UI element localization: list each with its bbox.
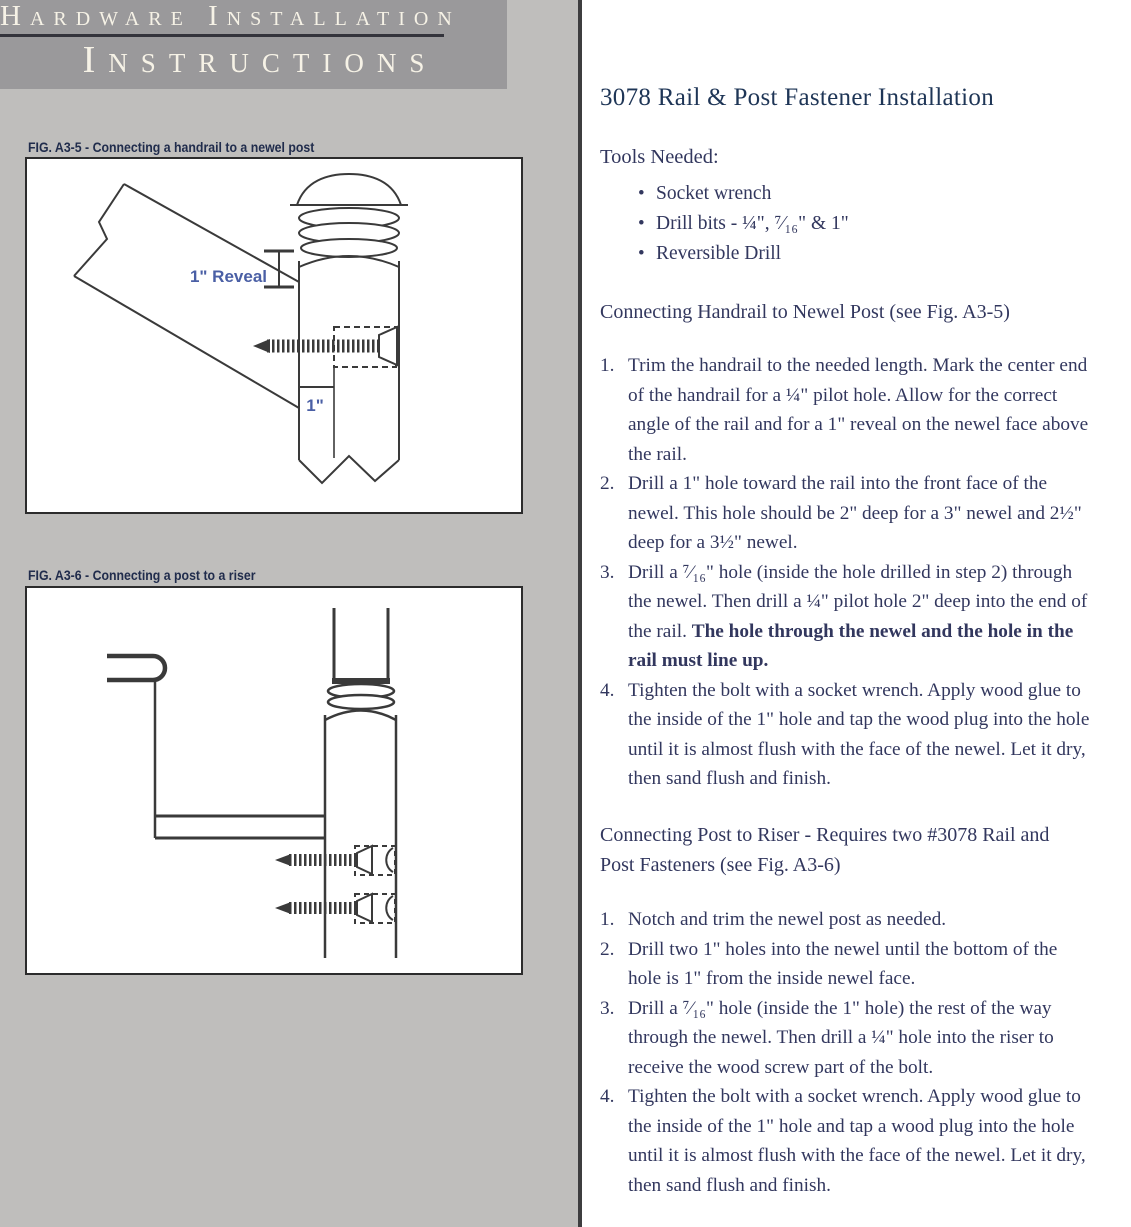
depth-label: 1" [306, 396, 324, 415]
step-profile-drawing [107, 653, 325, 840]
step-number: 1. [600, 355, 615, 376]
left-figure-panel: Hardware Installation Instructions FIG. … [0, 0, 578, 1227]
step-number: 4. [600, 1086, 615, 1107]
newel-post-drawing [298, 261, 400, 485]
instruction-step: 2. Drill a 1" hole toward the rail into … [600, 469, 1094, 558]
section-heading-riser: Connecting Post to Riser - Requires two … [600, 824, 1050, 876]
step-text: Notch and trim the newel post as needed. [628, 909, 947, 930]
header-underline [0, 34, 444, 37]
step-text: Drill a 1" hole toward the rail into the… [628, 473, 1082, 553]
step-number: 3. [600, 997, 615, 1019]
instruction-step: 3. Drill a ⁷⁄₁₆" hole (inside the 1" hol… [600, 994, 1094, 1083]
lag-bolt-icon-2 [275, 892, 396, 924]
step-text: Drill a ⁷⁄₁₆" hole (inside the hole dril… [628, 561, 1088, 672]
step-number: 3. [600, 561, 615, 583]
list-item: Drill bits - ¼", ⁷⁄₁₆" & 1" [600, 209, 1094, 239]
instruction-step: 4. Tighten the bolt with a socket wrench… [600, 676, 1094, 794]
newel-post-drawing-2 [323, 715, 398, 958]
handrail-steps-list: 1. Trim the handrail to the needed lengt… [600, 351, 1094, 794]
reveal-label: 1" Reveal [190, 267, 267, 286]
instructions-column: 3078 Rail & Post Fastener Installation T… [582, 0, 1131, 1227]
step-text: Tighten the bolt with a socket wrench. A… [628, 1086, 1086, 1196]
tool-label: Reversible Drill [656, 243, 782, 264]
figure-a3-5-drawing: 1" Reveal 1" [25, 157, 523, 514]
section-heading-handrail: Connecting Handrail to Newel Post (see F… [600, 301, 1010, 323]
header-band: Hardware Installation Instructions [0, 0, 507, 89]
page-title: 3078 Rail & Post Fastener Installation [600, 84, 995, 111]
tools-list: Socket wrench Drill bits - ¼", ⁷⁄₁₆" & 1… [600, 179, 1094, 269]
instruction-step: 1. Notch and trim the newel post as need… [600, 905, 1094, 935]
reveal-dimension [264, 249, 294, 289]
handrail-to-newel-diagram: 1" Reveal 1" [73, 172, 408, 485]
column-divider [578, 0, 582, 1227]
step-text: Tighten the bolt with a socket wrench. A… [628, 679, 1090, 790]
riser-steps-list: 1. Notch and trim the newel post as need… [600, 905, 1094, 1200]
lag-bolt-icon [253, 325, 398, 367]
instruction-step: 2. Drill two 1" holes into the newel unt… [600, 935, 1094, 994]
upper-post-drawing [324, 608, 397, 722]
instruction-step: 3. Drill a ⁷⁄₁₆" hole (inside the hole d… [600, 558, 1094, 676]
header-title-line2: Instructions [82, 39, 438, 81]
lag-bolt-icon-1 [275, 844, 396, 876]
step-number: 1. [600, 909, 615, 930]
step-text: Drill two 1" holes into the newel until … [628, 938, 1058, 990]
figure-a3-6-drawing [25, 586, 523, 975]
step-number: 2. [600, 938, 615, 960]
instruction-step: 1. Trim the handrail to the needed lengt… [600, 351, 1094, 469]
tool-label: Socket wrench [656, 183, 772, 204]
step-number: 2. [600, 473, 615, 494]
post-to-riser-diagram [107, 608, 398, 958]
step-text: Drill a ⁷⁄₁₆" hole (inside the 1" hole) … [628, 997, 1054, 1078]
instruction-step: 4. Tighten the bolt with a socket wrench… [600, 1082, 1094, 1200]
step-number: 4. [600, 679, 615, 701]
tool-label: Drill bits - ¼", ⁷⁄₁₆" & 1" [656, 213, 849, 234]
tools-needed-heading: Tools Needed: [600, 146, 719, 168]
newel-cap-drawing [290, 172, 408, 268]
list-item: Reversible Drill [600, 239, 1094, 269]
header-title-line1: Hardware Installation [0, 0, 461, 32]
list-item: Socket wrench [600, 179, 1094, 209]
figure-a3-5-caption: FIG. A3-5 - Connecting a handrail to a n… [28, 139, 315, 155]
step-text: Trim the handrail to the needed length. … [628, 355, 1089, 465]
figure-a3-6-caption: FIG. A3-6 - Connecting a post to a riser [28, 567, 256, 583]
handrail-drawing [73, 183, 300, 409]
